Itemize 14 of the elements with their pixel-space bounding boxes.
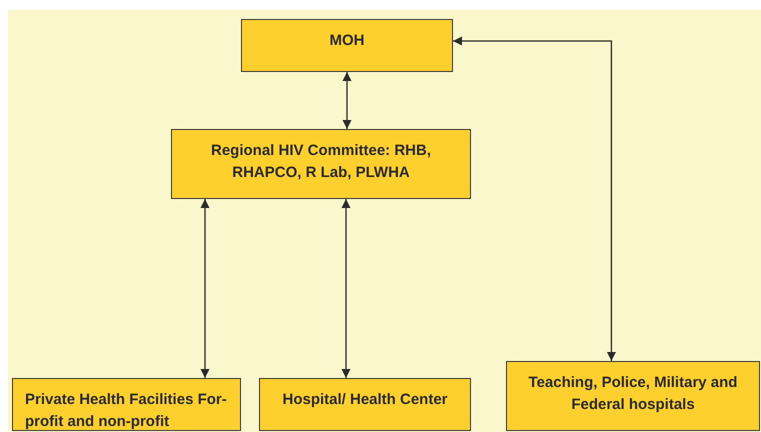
- double-arrow: [342, 72, 352, 129]
- org-box: [171, 129, 471, 199]
- org-box: [259, 378, 471, 431]
- box-label: Private Health Facilities For-profit and non-profit: [25, 390, 228, 432]
- box-label: Teaching, Police, Military and Federal hospitals: [528, 373, 738, 415]
- box-label: Regional HIV Committee: RHB, RHAPCO, R Lab, PLWHA: [210, 141, 432, 183]
- box-label: Hospital/ Health Center: [282, 390, 448, 410]
- box-label: MOH: [330, 31, 364, 51]
- org-box: [506, 361, 760, 431]
- double-arrow: [342, 199, 350, 378]
- org-box: [241, 19, 453, 72]
- org-box: [12, 378, 241, 431]
- double-arrow: [200, 199, 210, 378]
- double-arrow: [453, 36, 616, 361]
